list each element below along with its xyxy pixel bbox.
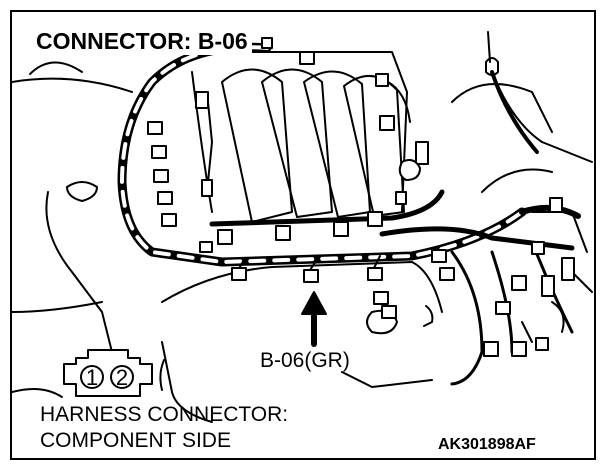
caption-line-1: HARNESS CONNECTOR: [40, 403, 289, 426]
caption-line-2: COMPONENT SIDE [40, 429, 231, 452]
connector-callout-label: B-06(GR) [258, 349, 352, 372]
intake-manifold [191, 51, 408, 223]
engine-harness-diagram: 1 2 CONNECTOR: B-06 B-06(GR) HARNESS CON… [10, 10, 596, 460]
diagram-title: CONNECTOR: B-06 [34, 30, 252, 55]
callout-arrow [301, 291, 327, 347]
pin-label: 1 [86, 365, 98, 390]
figure-code: AK301898AF [438, 436, 536, 453]
harness-connectors [147, 37, 575, 357]
engine-outline [12, 31, 593, 423]
engine-bay-illustration: 1 2 [12, 31, 593, 423]
pin-label: 2 [116, 365, 128, 390]
connector-face-symbol: 1 2 [63, 349, 165, 397]
